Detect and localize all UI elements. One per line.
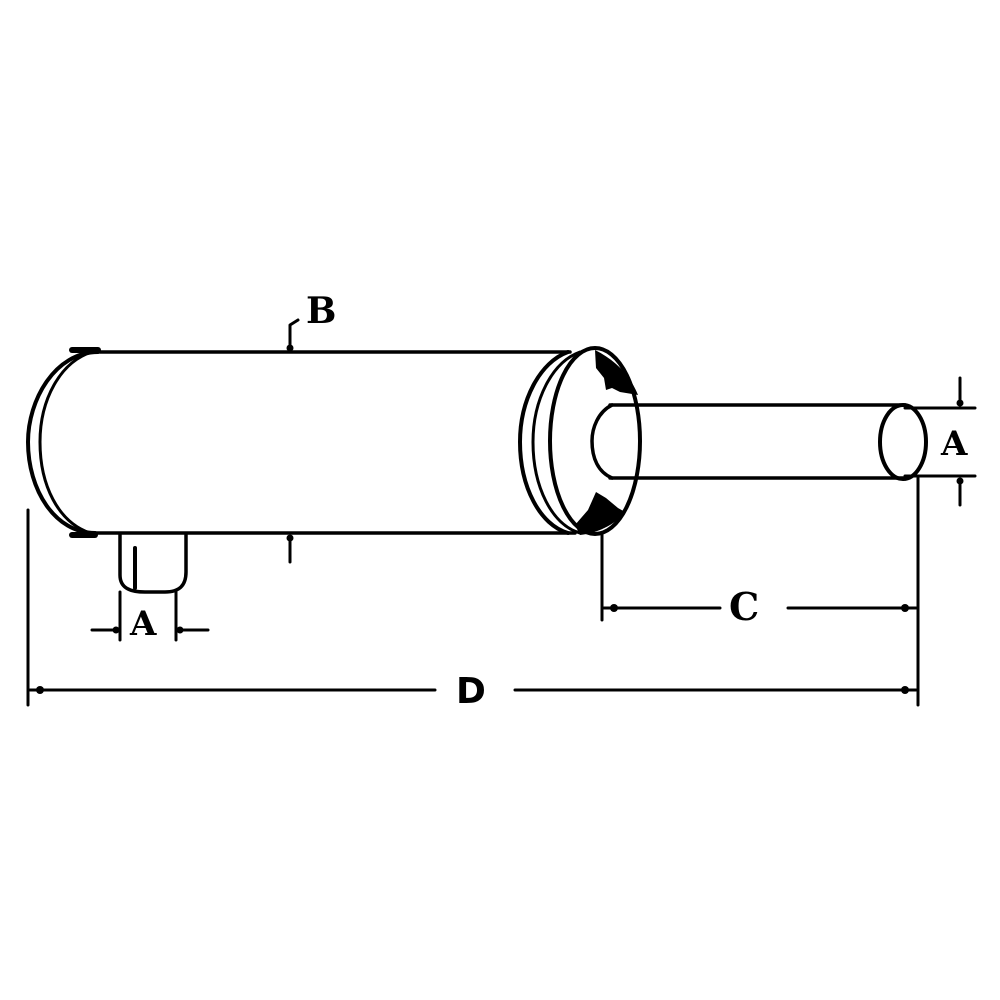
weld-marks (575, 350, 638, 535)
label-a-outlet: A (940, 424, 968, 464)
dimension-arrowheads (36, 344, 964, 694)
dimension-d (26, 508, 918, 707)
muffler-body (26, 347, 577, 538)
label-d: D (456, 671, 486, 712)
label-b: B (306, 290, 336, 332)
dimension-b-leader (288, 318, 300, 564)
label-c: C (729, 584, 759, 629)
inlet-pipe (118, 533, 188, 594)
dimension-a-inlet (90, 590, 210, 642)
muffler-right-cap (518, 346, 642, 536)
outlet-pipe (590, 403, 928, 481)
dimension-c (600, 476, 920, 707)
label-a-inlet: A (129, 604, 157, 644)
